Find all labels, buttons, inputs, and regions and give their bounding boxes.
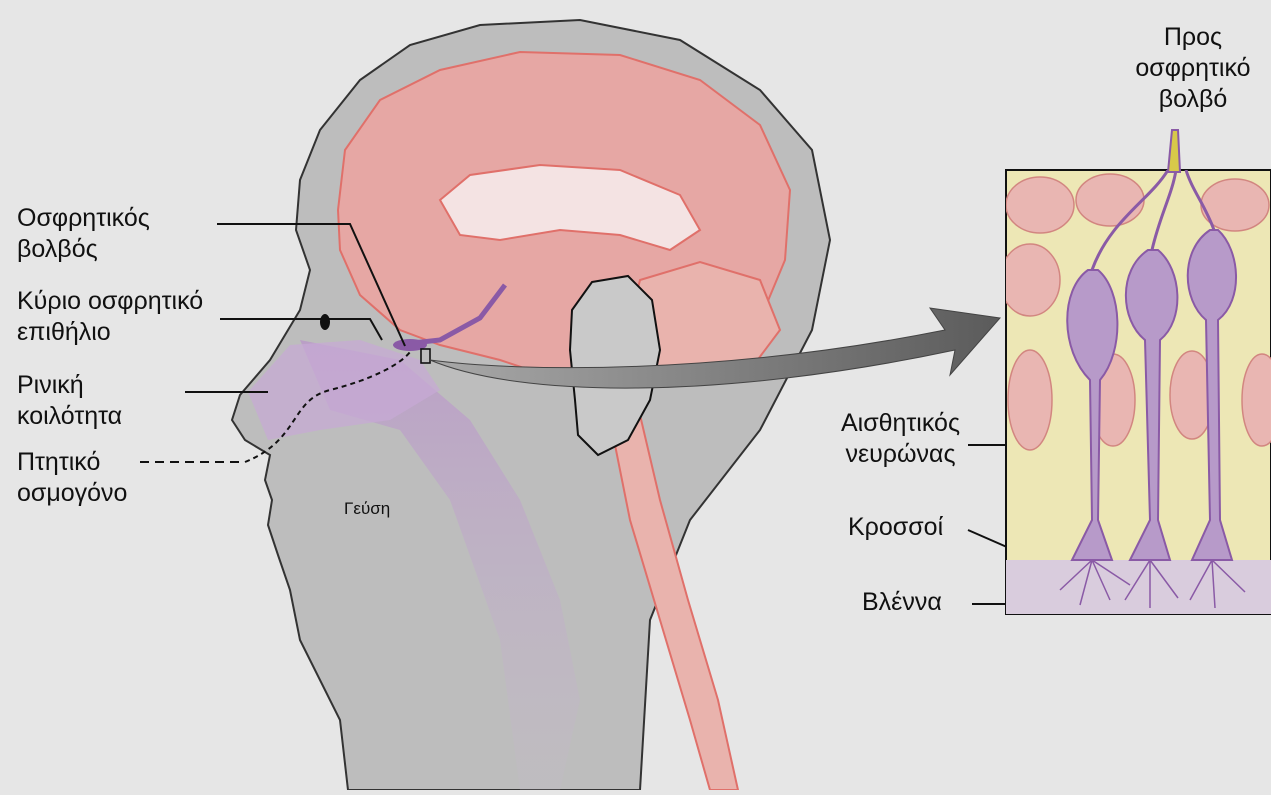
sensory-neuron-line1: Αισθητικός [818, 408, 983, 439]
olfactory-bulb-label: Οσφρητικός βολβός [17, 203, 150, 265]
main-olfactory-epithelium-label: Κύριο οσφρητικό επιθήλιο [17, 286, 203, 348]
epithelium-panel [1000, 170, 1271, 614]
nasal-cavity-label-line1: Ρινική [17, 370, 122, 401]
taste-label: Γεύση [344, 493, 390, 524]
sensory-neuron-label: Αισθητικός νευρώνας [818, 408, 983, 470]
to-bulb-line3: βολβό [1128, 84, 1258, 115]
to-bulb-line1: Προς [1128, 22, 1258, 53]
epithelium-label-line1: Κύριο οσφρητικό [17, 286, 203, 317]
nasal-cavity-label-line2: κοιλότητα [17, 401, 122, 432]
epithelium-label-line2: επιθήλιο [17, 317, 203, 348]
olfactory-bulb-label-line2: βολβός [17, 234, 150, 265]
olfactory-bulb-label-line1: Οσφρητικός [17, 203, 150, 234]
nasal-cavity-label: Ρινική κοιλότητα [17, 370, 122, 432]
palatal-odorant-label-line1: Πτητικό [17, 447, 127, 478]
mucus-label: Βλέννα [862, 587, 942, 618]
to-bulb-line2: οσφρητικό [1128, 53, 1258, 84]
cilia-label: Κροσσοί [848, 512, 943, 543]
sensory-neuron-line2: νευρώνας [818, 439, 983, 470]
to-olfactory-bulb-label: Προς οσφρητικό βολβό [1128, 22, 1258, 115]
eye [320, 314, 330, 330]
axon-bundle [1168, 130, 1180, 172]
palatal-odorant-label-line2: οσμογόνο [17, 478, 127, 509]
palatal-odorant-label: Πτητικό οσμογόνο [17, 447, 127, 509]
